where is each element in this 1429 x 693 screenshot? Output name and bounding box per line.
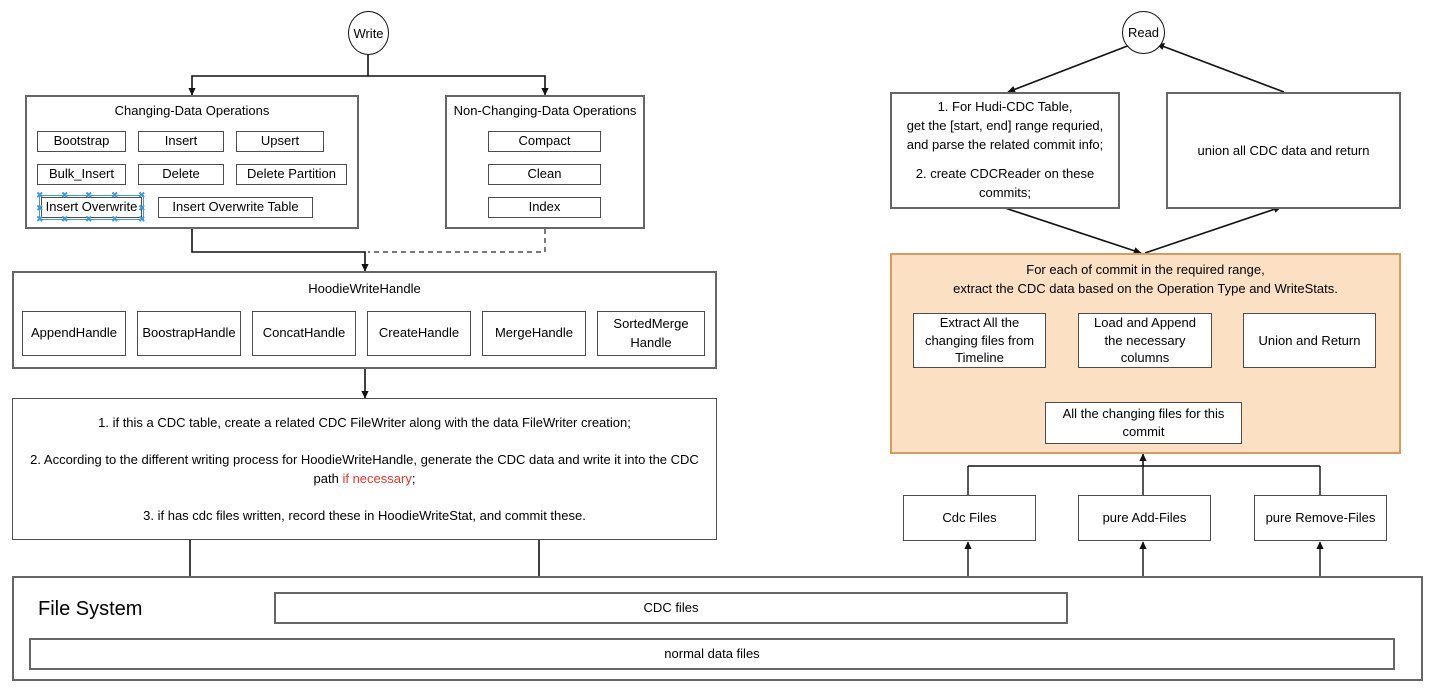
write-step-2: 2. According to the different writing pr…: [29, 450, 700, 489]
op-insert[interactable]: Insert: [138, 131, 224, 152]
op-index[interactable]: Index: [488, 197, 601, 218]
selection-handle-n3[interactable]: ✖: [111, 190, 119, 200]
file-kind-pure-remove-files[interactable]: pure Remove-Files: [1254, 495, 1387, 541]
handle-bootstrap-label: BoostrapHandle: [142, 325, 236, 341]
op-clean-label: Clean: [527, 166, 562, 182]
write-steps-block: 1. if this a CDC table, create a related…: [12, 398, 717, 540]
step-extract-changing-files-label: Extract All the changing files from Time…: [924, 315, 1035, 366]
file-kind-cdc-files[interactable]: Cdc Files: [903, 495, 1036, 541]
handle-append[interactable]: AppendHandle: [22, 311, 126, 356]
normal-data-files-store-label: normal data files: [664, 645, 760, 661]
selection-handle-ne[interactable]: ✖: [138, 190, 146, 200]
read-prepare-box[interactable]: 1. For Hudi-CDC Table, get the [start, e…: [890, 92, 1120, 209]
file-system-title: File System: [38, 598, 143, 620]
op-bulk-insert-label: Bulk_Insert: [48, 166, 115, 182]
selection-handle-s2[interactable]: ✖: [61, 214, 69, 224]
op-upsert[interactable]: Upsert: [236, 131, 324, 152]
cdc-files-store-label: CDC files: [643, 599, 699, 615]
selection-handle-sw[interactable]: ✖: [36, 214, 44, 224]
selection-handle-s3[interactable]: ✖: [111, 214, 119, 224]
step-union-return-label: Union and Return: [1258, 332, 1361, 348]
op-insert-label: Insert: [164, 133, 198, 149]
handle-concat-label: ConcatHandle: [262, 325, 346, 341]
handle-sorted-merge-label: SortedMerge Handle: [613, 316, 689, 350]
read-prepare-line-3: and parse the related commit info;: [906, 136, 1104, 152]
handle-create[interactable]: CreateHandle: [367, 311, 471, 356]
read-prepare-line-5: commits;: [979, 185, 1031, 201]
op-delete-partition-label: Delete Partition: [247, 166, 336, 182]
selection-handle-s[interactable]: ✖: [85, 214, 93, 224]
op-clean[interactable]: Clean: [488, 164, 601, 185]
op-delete[interactable]: Delete: [138, 164, 224, 185]
write-step-2-tail: ;: [411, 471, 416, 486]
commit-panel-title-line-2: extract the CDC data based on the Operat…: [953, 280, 1338, 296]
op-upsert-label: Upsert: [260, 133, 300, 149]
read-prepare-line-4: 2. create CDCReader on these: [915, 166, 1095, 182]
handle-merge-label: MergeHandle: [494, 325, 574, 341]
handle-concat[interactable]: ConcatHandle: [252, 311, 356, 356]
op-bootstrap-label: Bootstrap: [53, 133, 110, 149]
step-union-return[interactable]: Union and Return: [1243, 313, 1376, 368]
non-changing-data-operations-title: Non-Changing-Data Operations: [453, 103, 637, 118]
op-insert-overwrite-label: Insert Overwrite: [45, 199, 138, 215]
step-load-append-columns[interactable]: Load and Append the necessary columns: [1078, 313, 1212, 368]
handle-sorted-merge[interactable]: SortedMerge Handle: [597, 311, 705, 356]
op-delete-partition[interactable]: Delete Partition: [236, 164, 347, 185]
selection-handle-n[interactable]: ✖: [85, 190, 93, 200]
read-start-label: Read: [1127, 25, 1160, 40]
commit-panel-title-line-1: For each of commit in the required range…: [1026, 262, 1265, 277]
read-union-box[interactable]: union all CDC data and return: [1166, 92, 1401, 209]
changing-data-operations-title: Changing-Data Operations: [114, 103, 270, 118]
op-index-label: Index: [528, 199, 561, 215]
file-kind-cdc-files-label: Cdc Files: [942, 510, 997, 526]
op-insert-overwrite-table-label: Insert Overwrite Table: [172, 199, 299, 215]
selection-handle-w[interactable]: ✖: [36, 203, 44, 213]
selection-handle-se[interactable]: ✖: [138, 214, 146, 224]
file-kind-pure-add-files-label: pure Add-Files: [1102, 510, 1187, 526]
op-bootstrap[interactable]: Bootstrap: [37, 131, 126, 152]
write-step-2-highlight: if necessary: [342, 471, 412, 486]
read-prepare-line-1: 1. For Hudi-CDC Table,: [937, 98, 1073, 114]
op-insert-overwrite[interactable]: Insert Overwrite: [41, 197, 142, 218]
op-delete-label: Delete: [162, 166, 200, 182]
changing-files-for-commit-label: All the changing files for this commit: [1062, 406, 1225, 439]
write-step-3: 3. if has cdc files written, record thes…: [143, 507, 586, 523]
write-start-node[interactable]: Write: [348, 11, 389, 55]
handle-create-label: CreateHandle: [378, 325, 460, 341]
read-start-node[interactable]: Read: [1122, 11, 1165, 54]
handle-merge[interactable]: MergeHandle: [482, 311, 586, 356]
hoodie-write-handle-title: HoodieWriteHandle: [308, 281, 421, 296]
op-compact[interactable]: Compact: [488, 131, 601, 152]
write-start-label: Write: [353, 25, 384, 41]
normal-data-files-store[interactable]: normal data files: [29, 638, 1395, 670]
handle-bootstrap[interactable]: BoostrapHandle: [137, 311, 241, 356]
cdc-files-store[interactable]: CDC files: [274, 592, 1068, 624]
op-insert-overwrite-table[interactable]: Insert Overwrite Table: [158, 197, 313, 218]
op-bulk-insert[interactable]: Bulk_Insert: [37, 164, 126, 185]
selection-handle-n2[interactable]: ✖: [61, 190, 69, 200]
commit-panel-title: For each of commit in the required range…: [890, 261, 1401, 299]
handle-append-label: AppendHandle: [30, 325, 118, 341]
selection-handle-e[interactable]: ✖: [138, 203, 146, 213]
op-compact-label: Compact: [518, 133, 571, 149]
selection-handle-nw[interactable]: ✖: [36, 190, 44, 200]
changing-files-for-commit-box[interactable]: All the changing files for this commit: [1045, 402, 1242, 444]
write-step-2-text: 2. According to the different writing pr…: [30, 451, 699, 487]
read-union-label: union all CDC data and return: [1197, 142, 1370, 158]
read-prepare-line-2: get the [start, end] range requried,: [906, 117, 1104, 133]
file-kind-pure-remove-files-label: pure Remove-Files: [1265, 510, 1376, 526]
write-step-1: 1. if this a CDC table, create a related…: [98, 415, 631, 430]
step-extract-changing-files[interactable]: Extract All the changing files from Time…: [913, 313, 1046, 368]
step-load-append-columns-label: Load and Append the necessary columns: [1094, 315, 1196, 366]
file-kind-pure-add-files[interactable]: pure Add-Files: [1078, 495, 1211, 541]
